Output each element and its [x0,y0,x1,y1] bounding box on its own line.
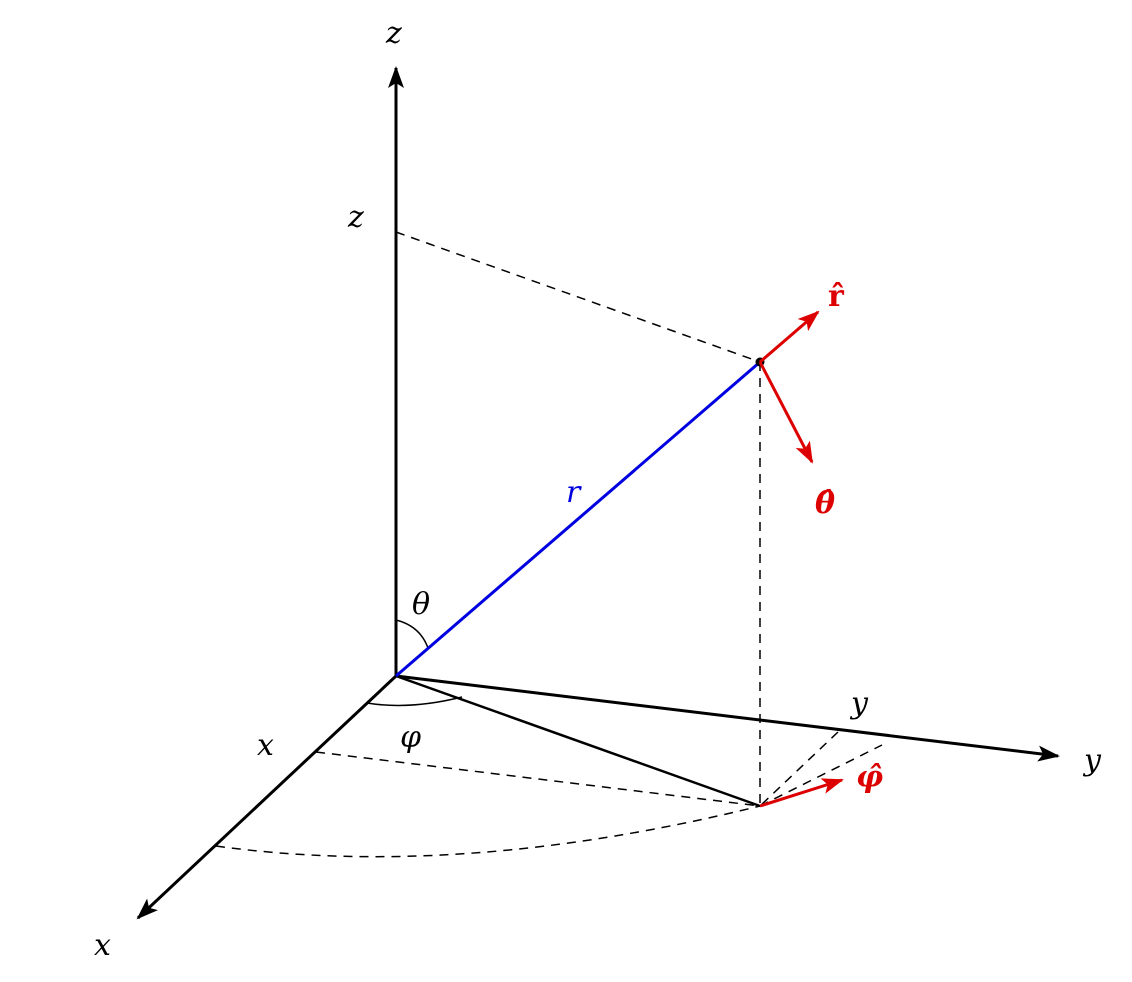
radius-line [395,360,761,678]
x-axis-label: x [94,928,111,963]
z-axis-label: z [385,16,402,51]
y-projection-dash [759,731,839,807]
phi-label: φ [400,720,421,755]
y-projection-label: y [849,686,869,721]
z-projection-dash [395,231,761,363]
x-axis [136,674,398,920]
x-projection-label: x [257,728,274,763]
phi-hat-arrow [759,778,844,808]
phi-arc [366,696,463,707]
theta-hat-label: θ̂ [815,486,835,521]
xy-arc-dash [215,805,761,858]
y-axis [395,674,1060,762]
y-axis-label: y [1082,743,1102,778]
theta-hat-arrow [758,361,814,464]
r-label: r [566,475,582,510]
r-hat-label: r̂ [828,279,845,314]
x-projection-dash [315,751,761,807]
phi-hat-label: φ̂ [856,760,883,795]
r-hat-arrow [759,310,820,364]
theta-label: θ [412,587,430,622]
xy-projection-line [395,674,761,808]
phi-direction-dash [759,744,883,807]
z-projection-label: z [347,200,364,235]
theta-arc [395,619,429,649]
